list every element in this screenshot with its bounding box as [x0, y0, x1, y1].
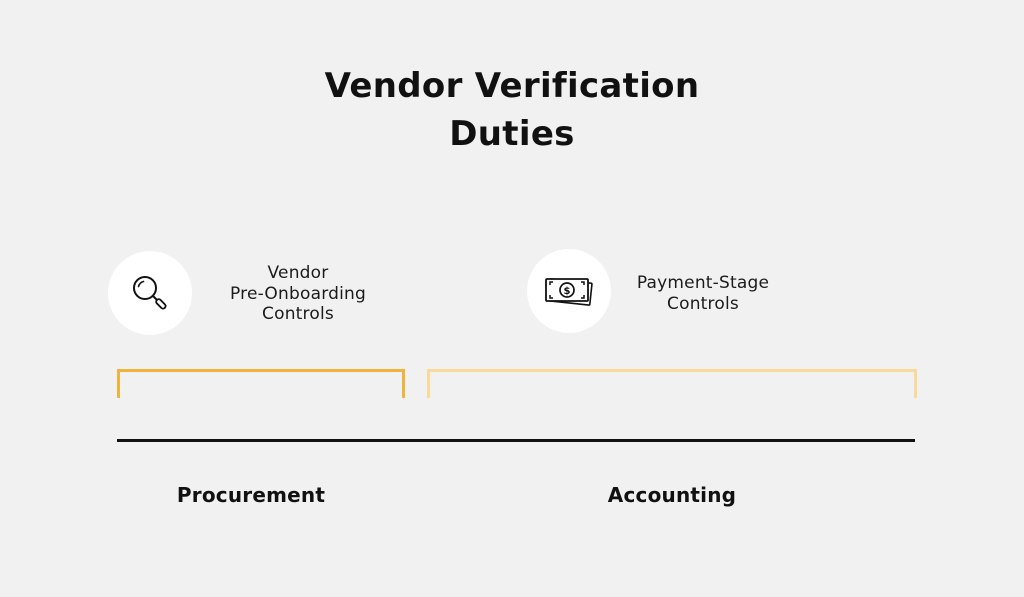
pre-onboarding-icon-circle [108, 251, 192, 335]
payment-stage-icon-circle: $ [527, 249, 611, 333]
accounting-label: Accounting [607, 483, 737, 507]
cash-icon: $ [545, 278, 593, 306]
svg-text:$: $ [564, 286, 571, 297]
accounting-bracket [427, 369, 917, 398]
pre-onboarding-controls-label: Vendor Pre-Onboarding Controls [208, 263, 388, 325]
magnifier-icon [133, 276, 167, 310]
payment-stage-controls-label: Payment-Stage Controls [613, 273, 793, 314]
pre-onboarding-label-line-2: Pre-Onboarding [230, 283, 366, 304]
diagram-title: Vendor Verification Duties [262, 62, 762, 158]
title-line-2: Duties [449, 114, 575, 154]
pre-onboarding-label-line-3: Controls [262, 304, 334, 324]
procurement-bracket [117, 369, 405, 398]
payment-stage-label-line-2: Controls [667, 293, 739, 314]
procurement-label: Procurement [176, 483, 326, 507]
title-line-1: Vendor Verification [324, 66, 700, 106]
pre-onboarding-label-line-1: Vendor [267, 263, 329, 283]
timeline-axis [117, 439, 915, 442]
payment-stage-label-line-1: Payment-Stage [636, 273, 770, 293]
